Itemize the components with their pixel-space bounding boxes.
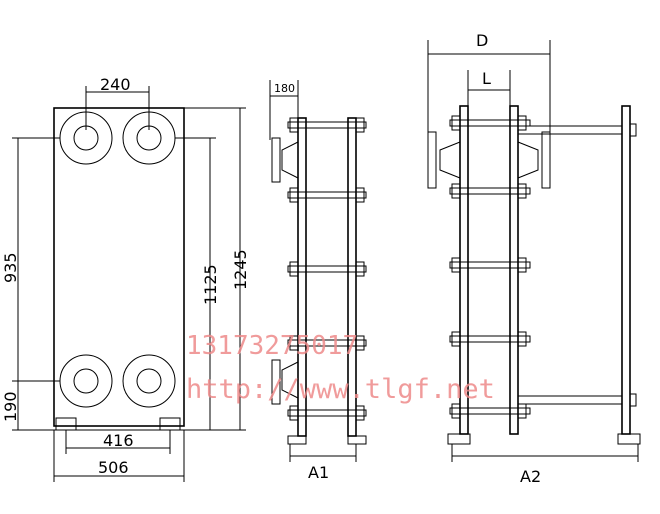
dim-180: 180 [274,82,295,95]
port-bottom-right [122,354,176,408]
dim-1125: 1125 [201,264,220,305]
watermark-phone: 13173275017 [186,331,358,361]
dim-506: 506 [98,458,129,477]
front-view: 240 1245 1125 935 190 416 506 [1,75,250,482]
label-a1: A1 [308,463,329,482]
foot-left [55,417,77,431]
dim-l: L [482,69,491,88]
label-a2: A2 [520,467,541,486]
port-bottom-left [59,354,113,408]
dim-1245: 1245 [231,249,250,290]
a2-support-column [621,105,631,435]
dim-416: 416 [103,431,134,450]
a1-nozzle-top [281,141,299,179]
side-view-a2: D L A2 [427,31,641,486]
a1-tie-bolts [287,117,367,421]
a2-tie-bolts [449,115,531,419]
dim-240: 240 [100,75,131,94]
a1-nozzle-bottom [281,361,299,399]
a2-nozzle-right [517,141,539,179]
plate-outline [53,107,185,427]
a2-nozzle-left [439,141,461,179]
foot-right [159,417,181,431]
side-view-a1: 180 A1 [269,80,367,482]
dim-935: 935 [1,252,20,283]
watermark-url: http://www.tlgf.net [186,374,495,405]
a2-upper-guide-bar [517,125,623,135]
dim-d: D [476,31,488,50]
a2-lower-guide-bar [517,395,623,405]
dim-190: 190 [1,391,20,422]
